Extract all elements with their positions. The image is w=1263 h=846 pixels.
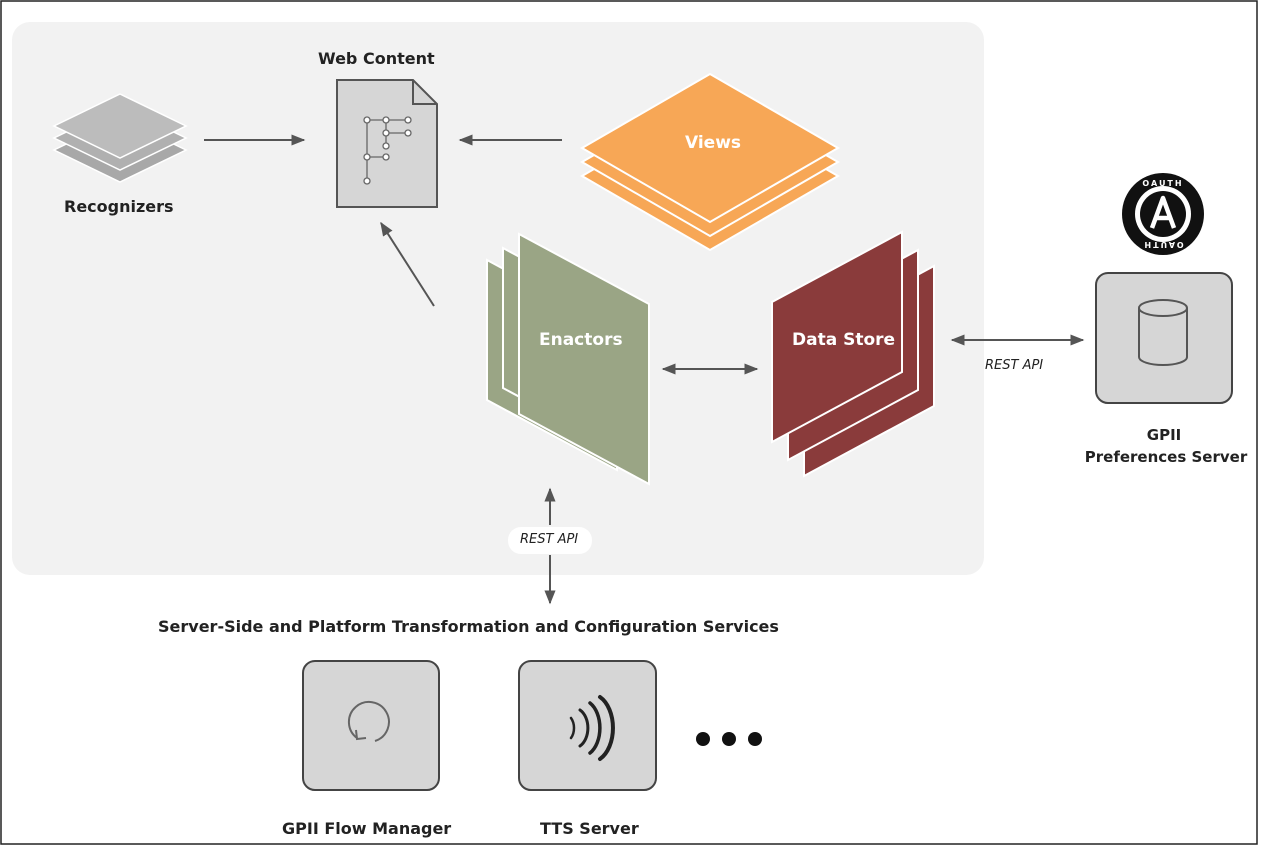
- web-content-label: Web Content: [318, 49, 435, 68]
- arrow-enactors-to-web-content: [380, 221, 435, 307]
- preferences-server-label-line1: GPII: [1146, 426, 1182, 444]
- document-tree-icon: [336, 79, 438, 208]
- oauth-badge-text: OAUTH OAUTH: [1142, 179, 1183, 249]
- flow-manager-label: GPII Flow Manager: [282, 819, 452, 838]
- recognizers-label: Recognizers: [64, 197, 174, 216]
- layers-icon: [52, 93, 188, 183]
- preferences-server-tile: [1095, 272, 1233, 404]
- enactors-label: Enactors: [539, 330, 623, 350]
- oauth-badge-bottom-text: OAUTH: [1142, 240, 1183, 249]
- preferences-server-label-line2: Preferences Server: [1084, 448, 1248, 466]
- rest-api-pill: [508, 527, 592, 554]
- views-stack: [580, 72, 840, 252]
- data-store-stack: [771, 230, 935, 478]
- services-title: Server-Side and Platform Transformation …: [158, 617, 779, 636]
- refresh-icon: [347, 700, 390, 742]
- views-label: Views: [685, 133, 742, 153]
- database-icon: [1138, 299, 1188, 366]
- oauth-badge-top-text: OAUTH: [1142, 179, 1183, 188]
- enactors-stack: [486, 232, 650, 486]
- data-store-label: Data Store: [792, 330, 896, 350]
- oauth-badge-icon: [1122, 173, 1204, 255]
- ellipsis-icon: [696, 732, 762, 746]
- rest-api-bottom-label: REST API: [520, 532, 579, 547]
- sound-waves-icon: [569, 695, 615, 761]
- flow-manager-tile: [302, 660, 440, 791]
- tts-server-label: TTS Server: [540, 819, 639, 838]
- rest-api-right-label: REST API: [985, 358, 1044, 373]
